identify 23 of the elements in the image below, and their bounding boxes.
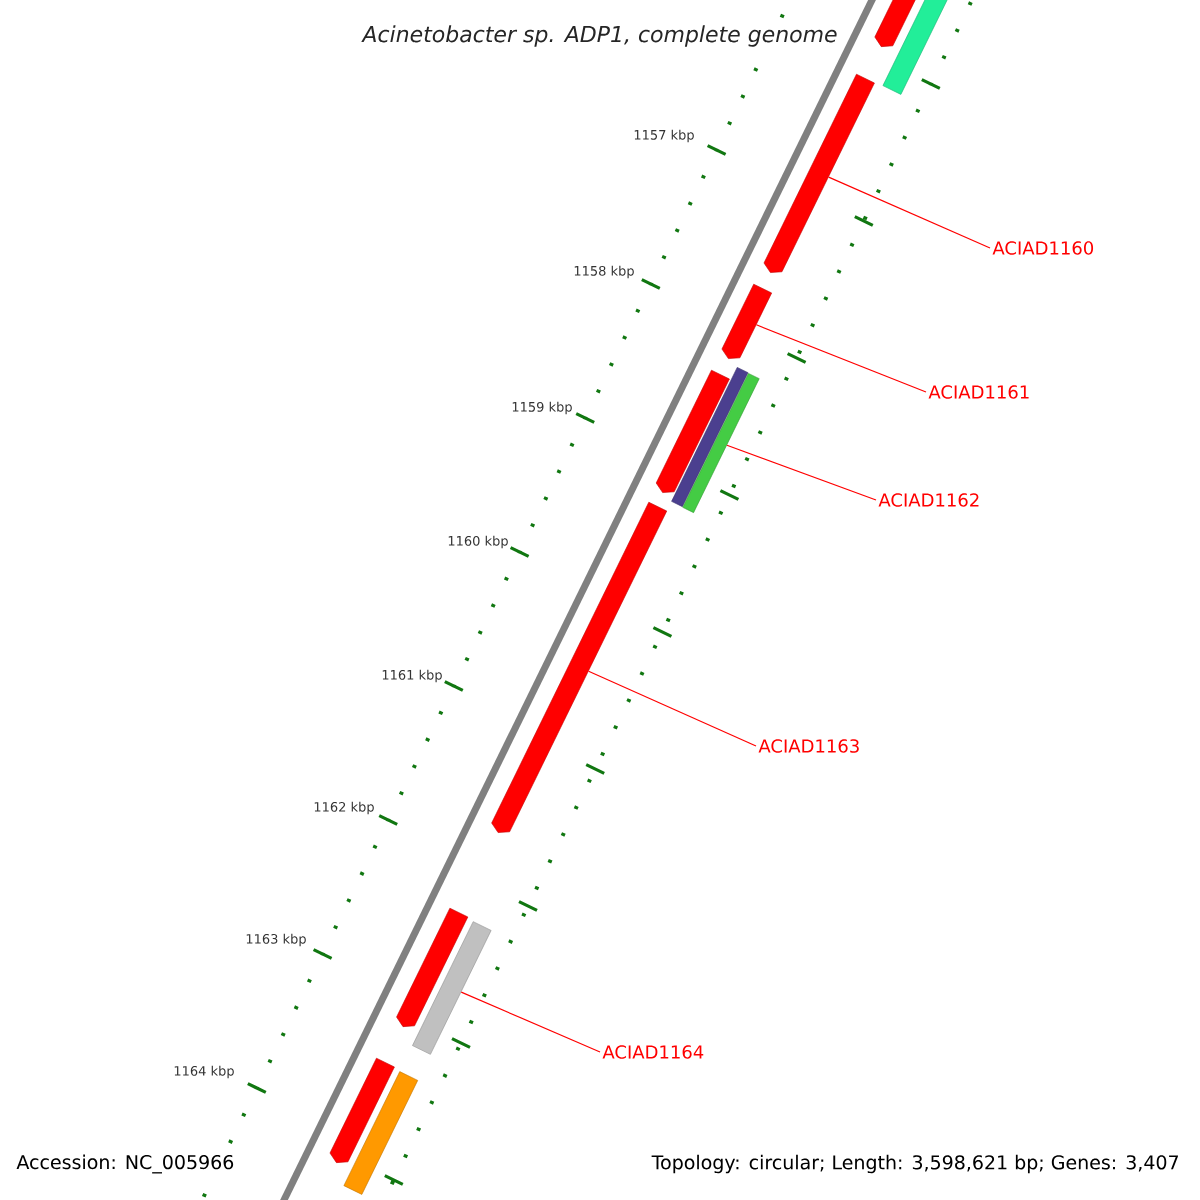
gene-feature [682, 373, 760, 513]
gene-feature [882, 0, 951, 95]
gene-feature [329, 1057, 395, 1163]
leader-line [726, 444, 877, 501]
gene-feature [671, 367, 749, 507]
gene-label: ACIAD1160 [992, 241, 1094, 255]
gene-feature [655, 369, 730, 493]
leader-line [755, 324, 927, 393]
gene-feature [763, 73, 875, 273]
gene-label: ACIAD1161 [928, 385, 1029, 399]
leader-line [460, 991, 601, 1053]
gene-feature [412, 921, 492, 1055]
accession-label: Accession: NC_005966 [14, 1152, 237, 1176]
leader-line [828, 176, 991, 249]
title: Acinetobacter sp. ADP1, complete genome [359, 22, 841, 50]
gene-label: ACIAD1162 [878, 493, 979, 507]
leader-line [588, 670, 757, 747]
gene-feature [721, 283, 772, 359]
genome-info: Topology: circular; Length: 3,598,621 bp; Genes: 3,407 [649, 1152, 1182, 1176]
gene-label: ACIAD1164 [602, 1045, 704, 1059]
gene-feature [343, 1071, 419, 1195]
gene-feature [396, 907, 469, 1027]
gene-label: ACIAD1163 [758, 739, 859, 753]
